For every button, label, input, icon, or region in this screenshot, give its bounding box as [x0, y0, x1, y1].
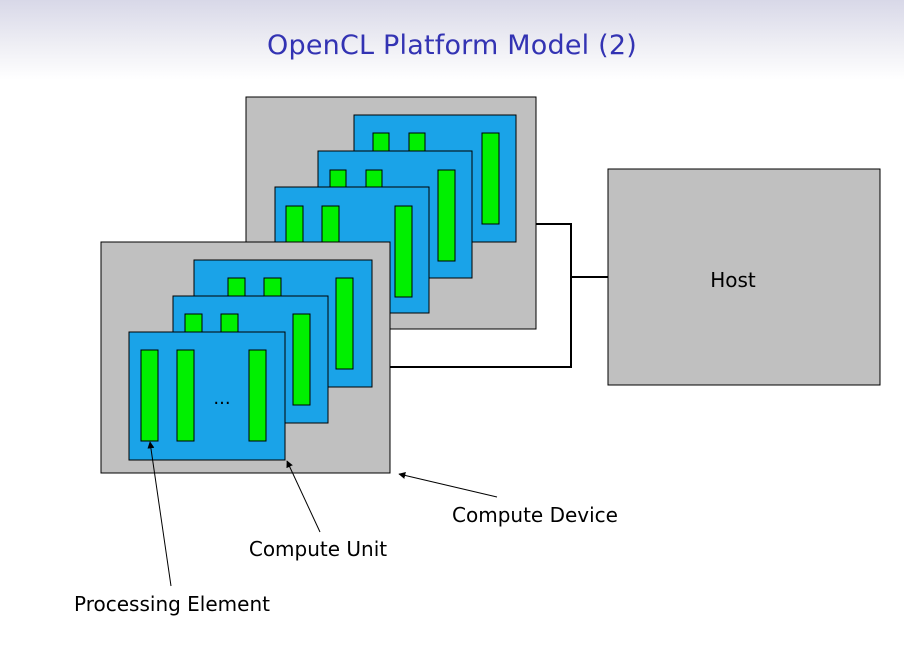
compute-device-label: Compute Device: [452, 503, 618, 527]
processing-element: [184, 313, 203, 333]
host-connections: [390, 223, 608, 368]
compute-device-front: ...: [100, 241, 391, 474]
ellipsis-text: ...: [213, 388, 230, 409]
processing-element: [248, 349, 267, 442]
connector-back-device: [536, 223, 608, 278]
connector-front-device: [390, 277, 572, 368]
processing-element: [365, 169, 383, 189]
processing-element: [263, 277, 282, 297]
compute-unit-label: Compute Unit: [249, 537, 387, 561]
processing-element: [481, 132, 500, 225]
host-label: Host: [710, 268, 756, 292]
processing-element: [227, 277, 246, 297]
slide-header: [0, 0, 904, 80]
processing-element: [394, 205, 413, 298]
processing-element: [176, 349, 195, 442]
processing-element: [437, 169, 456, 262]
processing-element: [408, 132, 426, 152]
compute-unit-front: ...: [128, 331, 286, 461]
compute-unit-arrow: [286, 460, 321, 533]
annotation-arrows: [147, 441, 498, 587]
processing-element: [220, 313, 239, 333]
compute-device-arrow: [398, 472, 498, 498]
processing-element: [140, 349, 159, 442]
slide-title: OpenCL Platform Model (2): [267, 30, 637, 61]
processing-element: [292, 313, 311, 406]
processing-element: [335, 277, 354, 370]
processing-element-arrow: [147, 441, 172, 587]
processing-element-label: Processing Element: [74, 592, 270, 616]
processing-element: [329, 169, 347, 189]
host-box: Host: [607, 168, 881, 386]
processing-element: [372, 132, 390, 152]
